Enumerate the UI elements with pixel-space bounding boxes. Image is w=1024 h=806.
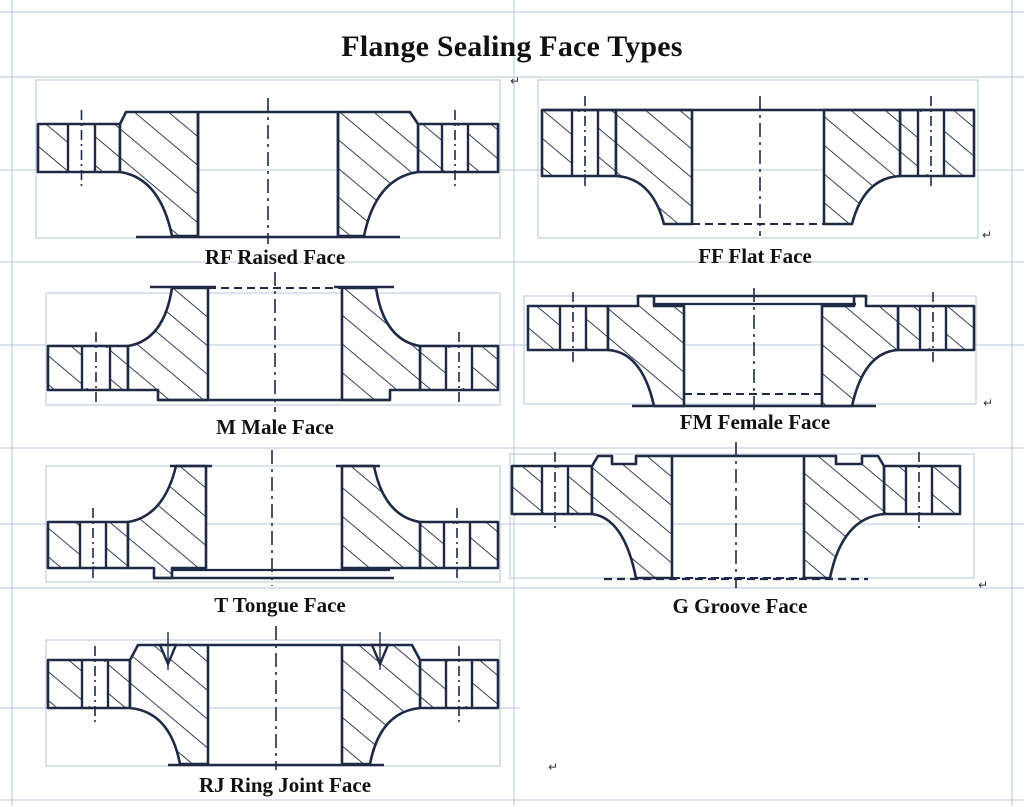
flange-m (45, 272, 501, 412)
caption-m: M Male Face (216, 415, 334, 439)
flange-rj (45, 626, 501, 770)
caption-t: T Tongue Face (214, 593, 346, 617)
return-mark-icon: ↵ (978, 578, 989, 592)
return-mark-icon: ↵ (983, 396, 994, 410)
caption-g: G Groove Face (672, 594, 808, 618)
flange-rf (35, 79, 501, 244)
return-mark-icon: ↵ (548, 760, 559, 774)
flange-ff (537, 79, 979, 239)
caption-ff: FF Flat Face (698, 244, 812, 268)
page-title: Flange Sealing Face Types (341, 30, 683, 63)
caption-rj: RJ Ring Joint Face (198, 773, 372, 797)
flange-g (509, 442, 975, 588)
caption-fm: FM Female Face (679, 410, 831, 434)
return-mark-icon: ↵ (982, 228, 993, 242)
return-mark-icon: ↵ (510, 74, 521, 88)
flange-fm (523, 288, 977, 412)
flange-t (45, 450, 501, 586)
caption-rf: RF Raised Face (204, 245, 346, 269)
